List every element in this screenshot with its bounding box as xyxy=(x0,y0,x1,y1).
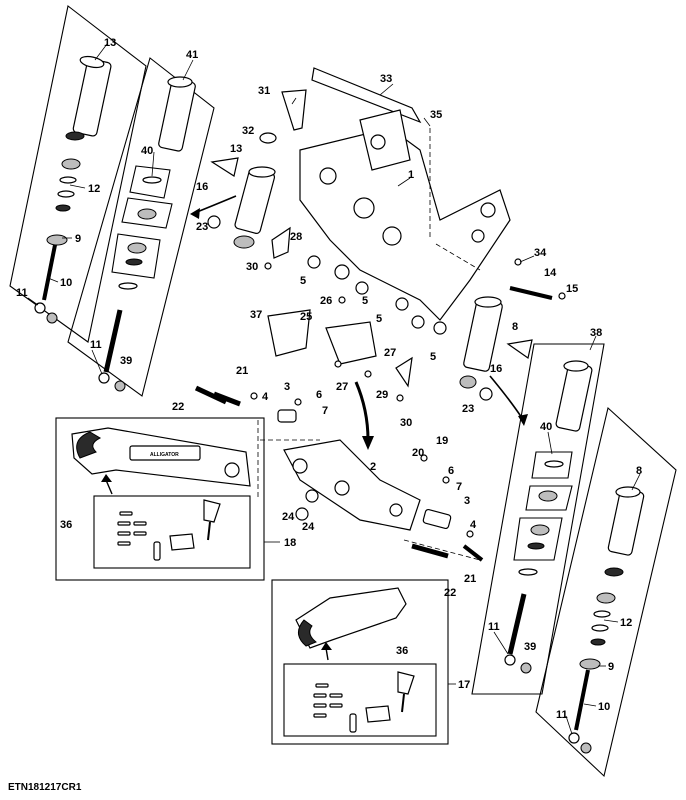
callout-24-a: 24 xyxy=(282,511,295,523)
callout-27-a: 27 xyxy=(384,347,396,359)
callout-7-right: 7 xyxy=(456,481,462,493)
callout-39-left: 39 xyxy=(120,355,132,367)
pin-assembly-34-14-15 xyxy=(509,255,566,300)
callout-37: 37 xyxy=(250,309,262,321)
callout-31: 31 xyxy=(258,85,270,97)
callout-8-right: 8 xyxy=(636,465,642,477)
callout-4-right: 4 xyxy=(470,519,477,531)
callout-35: 35 xyxy=(430,109,442,121)
lower-arm-assembly xyxy=(194,385,484,562)
spring-pin-set-right xyxy=(313,683,357,733)
cylinder-38-exploded-panel xyxy=(471,335,605,695)
callout-30-mid: 30 xyxy=(400,417,412,429)
callout-5-b: 5 xyxy=(362,295,368,307)
callout-15: 15 xyxy=(566,283,578,295)
callout-11-right-b: 11 xyxy=(556,709,568,721)
callout-12-left: 12 xyxy=(88,183,100,195)
callout-11-mid: 11 xyxy=(90,339,102,351)
callout-5-c: 5 xyxy=(376,313,382,325)
callout-6-left: 6 xyxy=(316,389,322,401)
callout-18: 18 xyxy=(284,537,296,549)
callout-13-left: 13 xyxy=(104,37,116,49)
callout-6-right: 6 xyxy=(448,465,454,477)
figure-reference-code: ETN181217CR1 xyxy=(8,782,82,793)
callout-14: 14 xyxy=(544,267,557,279)
callout-12-right: 12 xyxy=(620,617,632,629)
callout-8-mid: 8 xyxy=(512,321,518,333)
callout-27-b: 27 xyxy=(336,381,348,393)
callout-16-right: 16 xyxy=(490,363,502,375)
callout-11-right-a: 11 xyxy=(488,621,500,633)
callout-5-a: 5 xyxy=(300,275,306,287)
callout-34: 34 xyxy=(534,247,547,259)
callout-36-right: 36 xyxy=(396,645,408,657)
callout-40-right: 40 xyxy=(540,421,552,433)
alligator-logo-left: ALLIGATOR xyxy=(150,452,179,458)
callout-36-left: 36 xyxy=(60,519,72,531)
cylinder-41-exploded-panel xyxy=(67,57,215,397)
bracket-and-bushings xyxy=(267,281,447,450)
callout-9-right: 9 xyxy=(608,661,614,673)
hook-arm-17-panel xyxy=(271,579,456,745)
callout-11-left: 11 xyxy=(16,287,28,299)
callout-10-right: 10 xyxy=(598,701,610,713)
callout-23-right: 23 xyxy=(462,403,474,415)
cylinder-13-installed xyxy=(190,157,321,270)
callout-26: 26 xyxy=(320,295,332,307)
callout-3-right: 3 xyxy=(464,495,470,507)
spring-pin-set-left xyxy=(117,511,161,561)
callout-30-top: 30 xyxy=(246,261,258,273)
callout-9-left: 9 xyxy=(75,233,81,245)
callout-40-left: 40 xyxy=(141,145,153,157)
callout-7-left: 7 xyxy=(322,405,328,417)
callout-10-left: 10 xyxy=(60,277,72,289)
front-hitch-frame xyxy=(259,67,511,329)
callout-20: 20 xyxy=(412,447,424,459)
callout-16-left: 16 xyxy=(196,181,208,193)
callout-21-right: 21 xyxy=(464,573,476,585)
callout-33: 33 xyxy=(380,73,392,85)
callout-13-mid: 13 xyxy=(230,143,242,155)
cylinder-8-exploded-panel xyxy=(535,406,677,778)
callout-28: 28 xyxy=(290,231,302,243)
callout-21-left: 21 xyxy=(236,365,248,377)
callout-22-right: 22 xyxy=(444,587,456,599)
hook-arm-18-panel xyxy=(55,417,280,581)
callout-23-left: 23 xyxy=(196,221,208,233)
callout-22-left: 22 xyxy=(172,401,184,413)
callout-25: 25 xyxy=(300,311,312,323)
callout-41: 41 xyxy=(186,49,198,61)
callout-19: 19 xyxy=(436,435,448,447)
callout-1: 1 xyxy=(408,169,414,181)
callout-3-left: 3 xyxy=(284,381,290,393)
callout-24-b: 24 xyxy=(302,521,315,533)
callout-29: 29 xyxy=(376,389,388,401)
callout-32: 32 xyxy=(242,125,254,137)
callout-17: 17 xyxy=(458,679,470,691)
callout-38: 38 xyxy=(590,327,602,339)
cylinder-8-installed xyxy=(459,296,533,426)
callout-5-d: 5 xyxy=(430,351,436,363)
callout-2: 2 xyxy=(370,461,376,473)
callout-4-left: 4 xyxy=(262,391,269,403)
cylinder-13-exploded-panel xyxy=(9,5,147,343)
callout-39-right: 39 xyxy=(524,641,536,653)
